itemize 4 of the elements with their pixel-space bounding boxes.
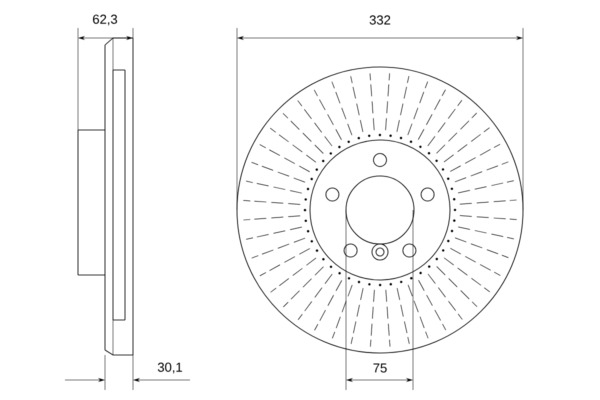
dimension-label: 332 (370, 15, 390, 25)
dimension-label: 62,3 (93, 14, 118, 26)
dimension-label: 75 (373, 363, 387, 373)
dimension-label: 30,1 (158, 362, 182, 374)
